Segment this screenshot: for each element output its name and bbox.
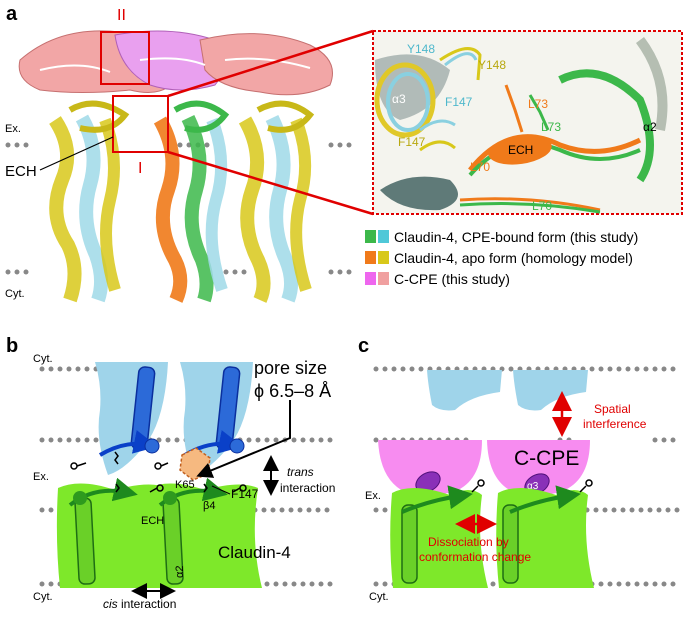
b-beta4: β4 [203, 500, 215, 512]
panel-a-letter: a [6, 3, 18, 25]
interference-label: interference [583, 417, 647, 431]
c-alpha3-label: α3 [527, 481, 539, 492]
spatial-label: Spatial [594, 402, 631, 416]
inset-f147-yellow: F147 [398, 135, 426, 149]
b-claudin-bottom-right [146, 477, 262, 588]
zoom-line-top [167, 29, 374, 98]
panel-b-letter: b [6, 335, 18, 357]
inset-alpha2: α2 [643, 120, 657, 134]
claudin-bundle-middle [153, 100, 230, 303]
c-ccpe-left [378, 440, 482, 496]
legend-swatch-1a [365, 230, 376, 243]
legend-swatch-2b [378, 251, 389, 264]
ech-pointer [39, 136, 114, 171]
b-claudin-label: Claudin-4 [218, 543, 291, 562]
c-ex: Ex. [365, 490, 381, 502]
membrane-dots-lower [5, 269, 352, 275]
region-ii-box [100, 31, 150, 85]
membrane-dots-upper [5, 142, 352, 148]
b-claudin-top-right [180, 362, 253, 475]
legend-swatch-3b [378, 272, 389, 285]
b-k65: K65 [175, 479, 195, 491]
c-claudin-top-left [427, 370, 502, 411]
c-claudin-bottom-right [496, 487, 594, 588]
panel-b: b [6, 335, 335, 611]
legend-swatch-1b [378, 230, 389, 243]
panel-c: c C-CPE α3 Spatial i [358, 335, 680, 603]
c-ccpe-right [487, 440, 590, 496]
pore-size-label: pore size [254, 358, 327, 378]
zoom-inset: Y148 Y148 α3 F147 L73 L73 α2 F147 ECH L7… [372, 30, 683, 215]
zoom-line-bottom [167, 150, 374, 216]
panel-a: a [5, 3, 683, 303]
b-ex: Ex. [33, 471, 49, 483]
c-helix-left [401, 504, 418, 584]
cis-word: cis [103, 597, 118, 611]
b-ech: ECH [141, 515, 164, 527]
c-ccpe-label: C-CPE [514, 447, 579, 470]
claudin-bundle-right [238, 100, 315, 303]
claudin-bundle-left [49, 100, 130, 303]
b-claudin-bottom-left [56, 477, 172, 588]
inset-y148-blue: Y148 [407, 42, 435, 56]
inset-f147-blue: F147 [445, 95, 473, 109]
trans-interaction-label: interaction [280, 481, 335, 495]
region-i-box [112, 95, 169, 153]
inset-alpha3: α3 [392, 92, 406, 106]
cyt-label: Cyt. [5, 288, 25, 300]
pore-size-value: ϕ 6.5–8 Å [254, 381, 331, 401]
c-strand-left [401, 485, 473, 514]
inset-l73-green: L73 [541, 120, 561, 134]
ech-label: ECH [5, 163, 37, 180]
pore-pointer [196, 400, 291, 478]
legend-swatch-3a [365, 272, 376, 285]
region-i-label: I [138, 160, 142, 177]
legend-text-2: Claudin-4, apo form (homology model) [394, 250, 633, 266]
conformation-label: conformation change [419, 550, 531, 564]
c-side-chains [471, 479, 593, 493]
inset-ech: ECH [508, 143, 533, 157]
b-cyt-top: Cyt. [33, 353, 53, 365]
legend-text-1: Claudin-4, CPE-bound form (this study) [394, 229, 638, 245]
c-claudin-top-right [513, 370, 588, 411]
b-claudin-top-left [95, 362, 168, 475]
legend-swatch-2a [365, 251, 376, 264]
b-cyt-bottom: Cyt. [33, 591, 53, 603]
ex-label: Ex. [5, 123, 21, 135]
b-side-chains [70, 451, 247, 493]
inset-l73-orange: L73 [528, 97, 548, 111]
ccpe-structure [18, 30, 333, 96]
b-alpha2: α2 [174, 566, 186, 578]
panel-c-letter: c [358, 335, 369, 357]
inset-l70-orange: L70 [470, 160, 490, 174]
legend-text-3: C-CPE (this study) [394, 271, 510, 287]
inset-l70-green: L70 [532, 199, 552, 213]
inset-y148-yellow: Y148 [478, 58, 506, 72]
cis-interaction-word: interaction [118, 597, 177, 611]
dissociation-label: Dissociation by [428, 535, 509, 549]
c-helix-right [502, 504, 519, 584]
legend: Claudin-4, CPE-bound form (this study) C… [365, 229, 638, 287]
region-ii-label: II [117, 7, 126, 24]
b-f147-pointer [211, 485, 231, 495]
cis-label: cis interaction [103, 597, 176, 611]
c-cyt: Cyt. [369, 591, 389, 603]
b-f147: F147 [231, 487, 259, 501]
trans-label: trans [287, 465, 314, 479]
c-strand-right [509, 485, 581, 514]
